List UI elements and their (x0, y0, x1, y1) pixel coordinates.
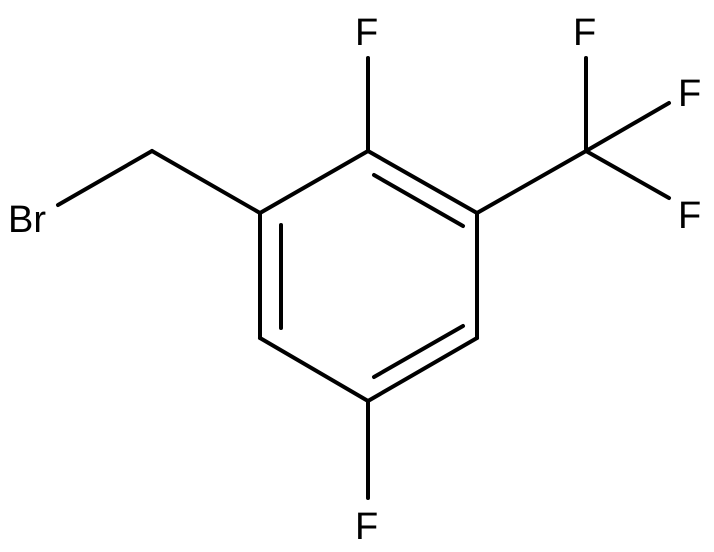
atom-label-f-bottom: F (355, 506, 378, 548)
atom-label-br: Br (8, 199, 46, 241)
ring-bond-c4-c5 (366, 336, 479, 403)
bond-ring-to-cf3 (475, 149, 588, 215)
benzene-ring (258, 149, 479, 403)
atom-label-cf3-f-lower: F (678, 195, 701, 237)
ring-bond-c2-c3 (366, 149, 479, 215)
ring-double-bond-c2-c3 (372, 173, 465, 228)
atom-label-cf3-f-top: F (573, 12, 596, 54)
ring-bond-c5-c6 (258, 336, 370, 403)
atom-label-cf3-f-right: F (678, 73, 701, 115)
bond-ring-to-ch2 (150, 149, 262, 215)
bond-cf3-to-f-right (584, 101, 671, 153)
ring-double-bond-c4-c5 (372, 324, 465, 379)
atom-label-f-top: F (355, 12, 378, 54)
bond-cf3-to-f-lower (584, 149, 671, 200)
ring-bond-c1-c2 (258, 149, 370, 215)
bond-ch2-to-br (56, 149, 154, 207)
